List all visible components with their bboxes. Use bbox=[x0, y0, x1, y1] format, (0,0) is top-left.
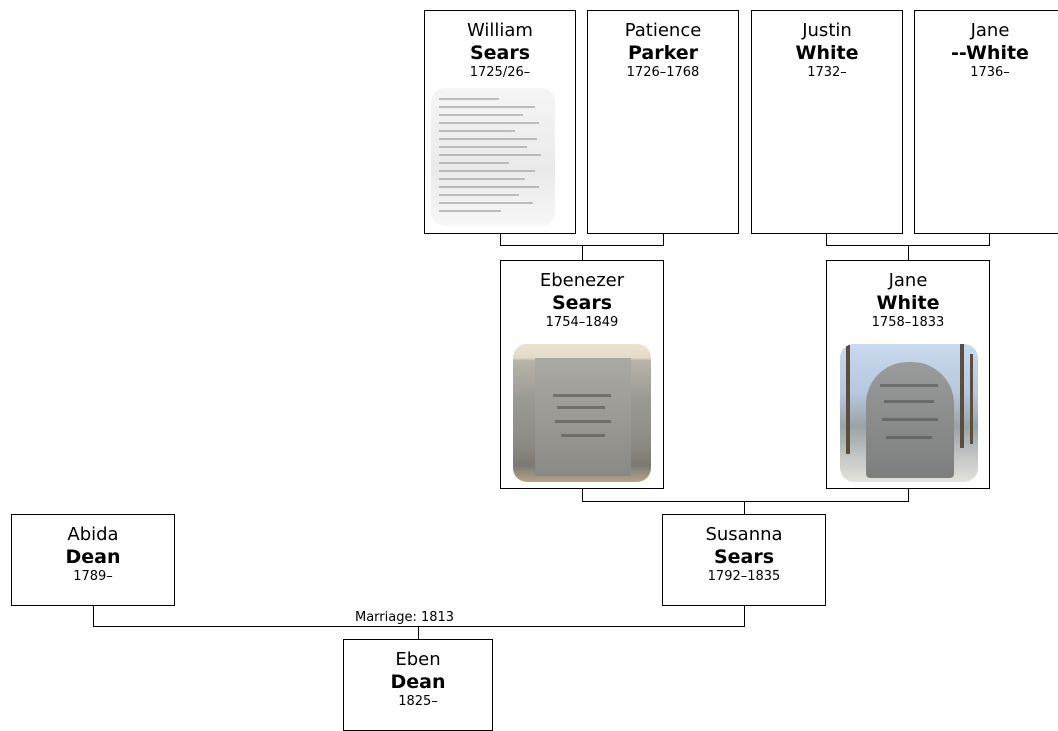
person-card-eben-dean[interactable]: Eben Dean 1825– bbox=[343, 639, 493, 731]
connector-line bbox=[582, 245, 583, 260]
life-dates: 1825– bbox=[398, 694, 438, 709]
given-name: William bbox=[467, 20, 533, 41]
life-dates: 1736– bbox=[970, 65, 1010, 80]
connector-line bbox=[826, 234, 827, 245]
connector-line bbox=[93, 606, 94, 626]
surname: Dean bbox=[390, 671, 446, 693]
surname: Sears bbox=[469, 42, 531, 64]
life-dates: 1726–1768 bbox=[626, 65, 700, 80]
life-dates: 1725/26– bbox=[469, 65, 531, 80]
connector-line bbox=[744, 501, 745, 514]
surname: Sears bbox=[551, 292, 613, 314]
document-photo-thumbnail[interactable] bbox=[431, 88, 555, 226]
person-card-patience-parker[interactable]: Patience Parker 1726–1768 bbox=[587, 10, 739, 234]
given-name: Justin bbox=[802, 20, 852, 41]
connector-line bbox=[418, 626, 419, 639]
surname: Sears bbox=[713, 546, 775, 568]
surname: Parker bbox=[628, 42, 698, 64]
given-name: Jane bbox=[970, 20, 1010, 41]
given-name: Susanna bbox=[705, 524, 783, 545]
given-name: Abida bbox=[67, 524, 119, 545]
person-card-justin-white[interactable]: Justin White 1732– bbox=[751, 10, 903, 234]
life-dates: 1789– bbox=[73, 569, 113, 584]
connector-line bbox=[744, 606, 745, 626]
connector-line bbox=[908, 245, 909, 260]
surname: --White bbox=[951, 42, 1029, 64]
given-name: Ebenezer bbox=[539, 270, 625, 291]
gravestone-photo-thumbnail[interactable] bbox=[840, 344, 978, 482]
life-dates: 1758–1833 bbox=[871, 315, 945, 330]
person-card-susanna-sears[interactable]: Susanna Sears 1792–1835 bbox=[662, 514, 826, 606]
connector-line bbox=[582, 489, 583, 501]
marriage-label: Marriage: 1813 bbox=[355, 610, 455, 625]
person-card-jane-white-sr[interactable]: Jane --White 1736– bbox=[914, 10, 1058, 234]
person-card-abida-dean[interactable]: Abida Dean 1789– bbox=[11, 514, 175, 606]
surname: White bbox=[876, 292, 940, 314]
connector-line bbox=[989, 234, 990, 245]
connector-line bbox=[908, 489, 909, 501]
connector-line bbox=[500, 234, 501, 245]
surname: White bbox=[795, 42, 859, 64]
marriage-line bbox=[93, 626, 745, 627]
given-name: Patience bbox=[624, 20, 702, 41]
life-dates: 1754–1849 bbox=[545, 315, 619, 330]
life-dates: 1792–1835 bbox=[707, 569, 781, 584]
surname: Dean bbox=[65, 546, 121, 568]
life-dates: 1732– bbox=[807, 65, 847, 80]
given-name: Jane bbox=[888, 270, 928, 291]
connector-line bbox=[663, 234, 664, 245]
given-name: Eben bbox=[395, 649, 441, 670]
gravestone-photo-thumbnail[interactable] bbox=[513, 344, 651, 482]
connector-line bbox=[582, 501, 909, 502]
